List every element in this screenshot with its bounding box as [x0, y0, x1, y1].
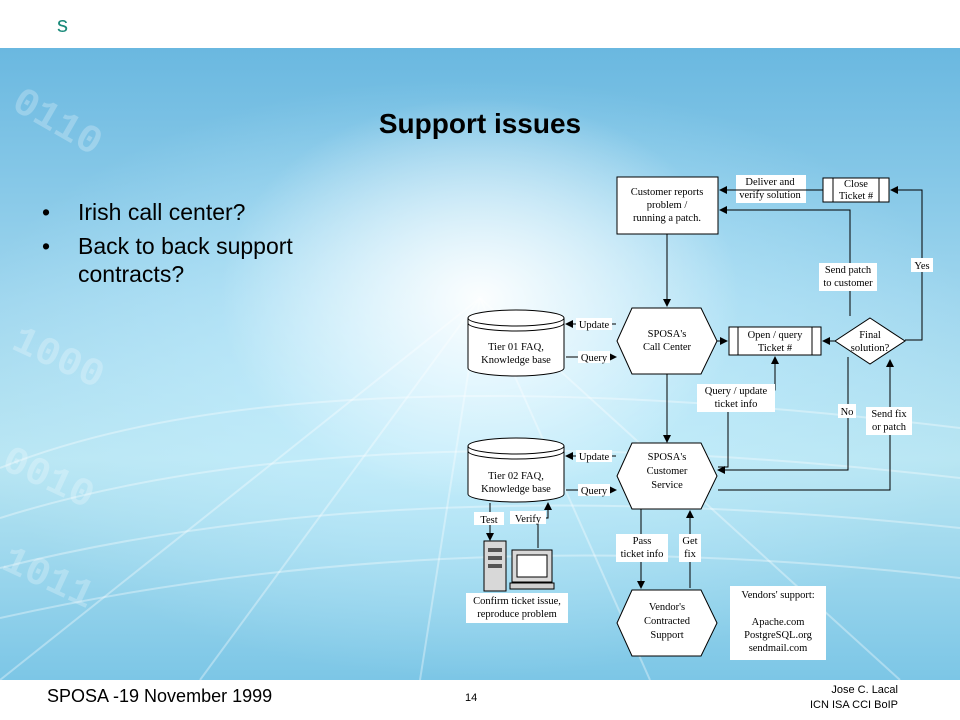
tier01-line1: Tier 01 FAQ,	[488, 342, 544, 353]
header-bar: s	[0, 0, 960, 48]
get-fix-line1: Get	[682, 536, 697, 547]
open-query-ticket-box	[728, 326, 822, 356]
update-label-2: Update	[579, 452, 610, 463]
send-fix-line2: or patch	[872, 422, 907, 433]
customer-service-line3: Service	[651, 480, 683, 491]
svg-text:0010: 0010	[0, 439, 101, 520]
confirm-line1: Confirm ticket issue,	[473, 596, 561, 607]
query-update-line1: Query / update	[705, 386, 768, 397]
pass-ticket-label-bg	[616, 534, 668, 562]
svg-text:1000: 1000	[5, 319, 111, 400]
query-label-2: Query	[581, 486, 608, 497]
get-fix-label-bg	[679, 534, 701, 562]
support-flow-diagram: Customer reports problem / running a pat…	[466, 175, 933, 660]
customer-service-node	[616, 442, 718, 510]
vendor-support-line3: Support	[650, 630, 683, 641]
bullet-item: • Back to back support contracts?	[40, 232, 370, 288]
close-ticket-box	[822, 177, 890, 203]
vendor-support-line1: Vendor's	[649, 602, 685, 613]
pass-ticket-line2: ticket info	[621, 549, 664, 560]
send-patch-line1: Send patch	[825, 265, 872, 276]
author-name: Jose C. Lacal	[831, 684, 898, 696]
send-fix-line1: Send fix	[871, 409, 907, 420]
call-center-line2: Call Center	[643, 342, 692, 353]
vendors-list-item: PostgreSQL.org	[744, 630, 813, 641]
deliver-verify-label-bg	[736, 175, 806, 203]
vendors-list-header: Vendors' support:	[741, 590, 814, 601]
close-ticket-line2: Ticket #	[839, 191, 874, 202]
query-update-line2: ticket info	[715, 399, 758, 410]
confirm-label-bg	[466, 593, 568, 623]
bullet-dot-icon: •	[42, 199, 51, 225]
bullet-text: Back to back support contracts?	[78, 233, 293, 287]
final-solution-line1: Final	[859, 330, 881, 341]
verify-label: Verify	[515, 514, 542, 525]
vendors-list-item: Apache.com	[752, 617, 805, 628]
slide-title: Support issues	[378, 108, 582, 139]
open-query-line2: Ticket #	[758, 343, 793, 354]
bullet-list: • Irish call center? • Back to back suppor…	[40, 198, 370, 294]
author-block: Jose C. Lacal ICN ISA CCI BoIP	[810, 683, 898, 713]
footer-bar	[0, 680, 960, 720]
customer-service-line1: SPOSA's	[648, 452, 687, 463]
vendor-support-node	[616, 589, 718, 657]
deliver-verify-line2: verify solution	[739, 190, 801, 201]
close-ticket-line1: Close	[844, 179, 868, 190]
final-solution-decision	[834, 317, 906, 365]
query-label-1: Query	[581, 353, 608, 364]
tier02-line1: Tier 02 FAQ,	[488, 471, 544, 482]
tier01-line2: Knowledge base	[481, 355, 551, 366]
customer-reports-line3: running a patch.	[633, 213, 701, 224]
author-org: ICN ISA CCI BoIP	[809, 699, 898, 711]
test-label: Test	[480, 515, 497, 526]
tier02-line2: Knowledge base	[481, 484, 551, 495]
vendors-list-bg	[730, 586, 826, 660]
page-number: 14	[465, 692, 478, 704]
customer-reports-line2: problem /	[647, 200, 688, 211]
pass-ticket-line1: Pass	[633, 536, 652, 547]
no-label: No	[841, 407, 854, 418]
tier01-database	[467, 318, 565, 377]
call-center-node	[616, 307, 718, 375]
tier02-database	[467, 446, 565, 503]
customer-reports-box	[616, 176, 719, 235]
get-fix-line2: fix	[684, 549, 696, 560]
footer-title: SPOSA -19 November 1999	[47, 686, 273, 706]
bullet-item: • Irish call center?	[40, 198, 370, 226]
bullet-text: Irish call center?	[78, 199, 246, 225]
query-update-label-bg	[697, 384, 775, 412]
vendors-list-item: sendmail.com	[749, 643, 808, 654]
confirm-line2: reproduce problem	[477, 609, 557, 620]
send-fix-label-bg	[866, 407, 912, 435]
yes-label-bg	[911, 258, 933, 272]
call-center-line1: SPOSA's	[648, 329, 687, 340]
open-query-line1: Open / query	[748, 330, 804, 341]
bullet-dot-icon: •	[42, 233, 51, 259]
computer-icon	[483, 540, 555, 592]
update-label-1: Update	[579, 320, 610, 331]
vendor-support-line2: Contracted	[644, 616, 691, 627]
send-patch-line2: to customer	[823, 278, 873, 289]
customer-service-line2: Customer	[647, 466, 688, 477]
send-patch-label-bg	[819, 263, 877, 291]
deliver-verify-line1: Deliver and	[745, 177, 795, 188]
final-solution-line2: solution?	[851, 343, 890, 354]
slide-background: 0110 1000 0010 1011	[0, 48, 960, 680]
customer-reports-line1: Customer reports	[631, 187, 704, 198]
company-logo: s	[57, 12, 68, 37]
no-label-bg	[838, 404, 856, 418]
yes-label: Yes	[914, 261, 929, 272]
